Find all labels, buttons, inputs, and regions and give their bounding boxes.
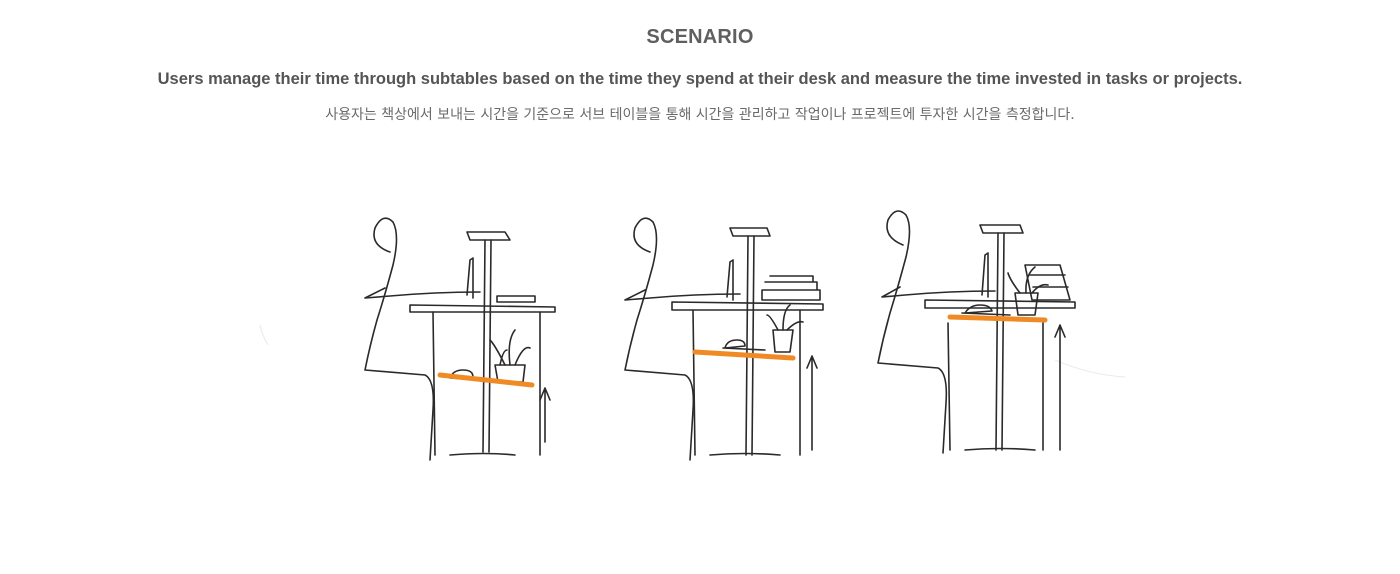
sketch-subtable-middle [615, 210, 835, 470]
scenario-title: SCENARIO [646, 26, 754, 48]
faint-mark-right [1054, 359, 1126, 378]
scenario-subtitle-en: Users manage their time through subtable… [157, 70, 1243, 88]
sketch-subtable-low [355, 210, 575, 470]
faint-mark-left [259, 324, 269, 346]
desk-scene-illustration [877, 210, 1076, 454]
desk-scene-illustration [624, 217, 824, 461]
scenario-subtitle-ko: 사용자는 책상에서 보내는 시간을 기준으로 서브 테이블을 통해 시간을 관리… [325, 107, 1075, 123]
desk-scene-illustration [364, 217, 556, 461]
sketch-subtable-high [870, 205, 1090, 465]
